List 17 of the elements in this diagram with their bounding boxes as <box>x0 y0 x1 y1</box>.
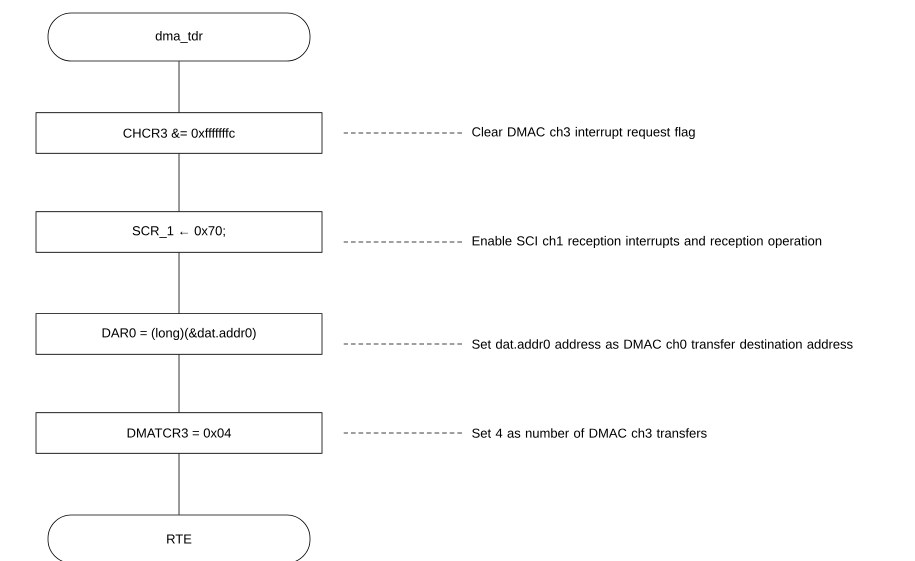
leader-line <box>343 432 462 434</box>
connector-line <box>178 453 180 515</box>
annotation-text: Set dat.addr0 address as DMAC ch0 transfer destination address <box>472 339 853 349</box>
process-box: SCR_1 ← 0x70; <box>36 211 322 253</box>
process-box: DMATCR3 = 0x04 <box>36 412 322 454</box>
terminal-box: RTE <box>48 514 310 561</box>
connector-line <box>178 61 180 113</box>
connector-line <box>178 153 180 212</box>
connector-line <box>178 354 180 413</box>
annotation-text: Clear DMAC ch3 interrupt request flag <box>472 126 695 140</box>
process-box: DAR0 = (long)(&dat.addr0) <box>36 313 322 355</box>
process-box: CHCR3 &= 0xfffffffc <box>36 112 322 154</box>
annotation-text: Set 4 as number of DMAC ch3 transfers <box>472 428 707 438</box>
terminal-box: dma_tdr <box>48 12 310 62</box>
leader-line <box>343 132 462 134</box>
annotation-text: Enable SCI ch1 reception interrupts and reception operation <box>472 236 822 248</box>
connector-line <box>178 252 180 314</box>
